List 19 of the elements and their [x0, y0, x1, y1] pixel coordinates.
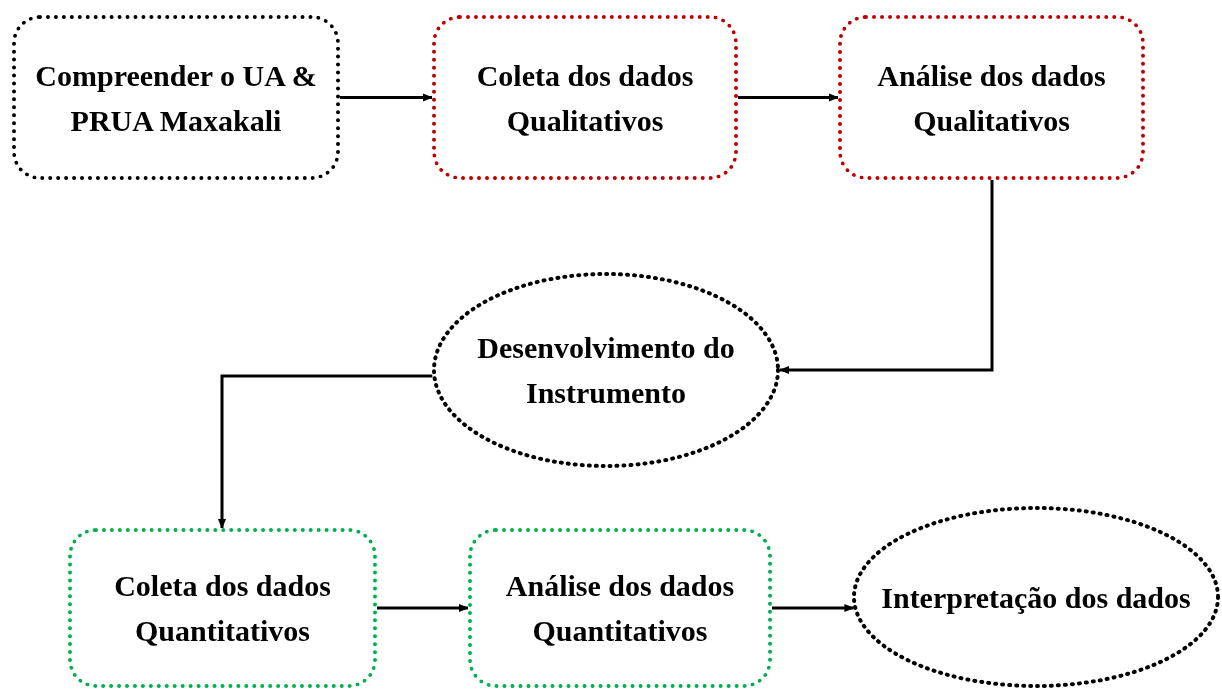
node-label: Desenvolvimento do Instrumento [476, 330, 736, 411]
node-label: Análise dos dados Quantitativos [504, 568, 736, 649]
arrow [377, 604, 469, 612]
node-label: Interpretação dos dados [881, 579, 1191, 616]
node-label: Coleta dos dados Quantitativos [113, 568, 332, 649]
process-box [838, 15, 1145, 180]
arrow [772, 604, 855, 612]
node-label: Compreender o UA & PRUA Maxakali [34, 57, 318, 139]
process-box [68, 528, 377, 688]
process-box [468, 528, 772, 688]
arrow [340, 93, 433, 102]
arrow [738, 93, 839, 102]
process-box [432, 15, 738, 180]
arrow [779, 180, 994, 374]
node-label: Coleta dos dados Qualitativos [475, 57, 695, 139]
process-ellipse [852, 506, 1220, 688]
process-ellipse [432, 272, 780, 468]
node-label: Análise dos dados Qualitativos [876, 57, 1107, 139]
arrow [218, 374, 433, 529]
